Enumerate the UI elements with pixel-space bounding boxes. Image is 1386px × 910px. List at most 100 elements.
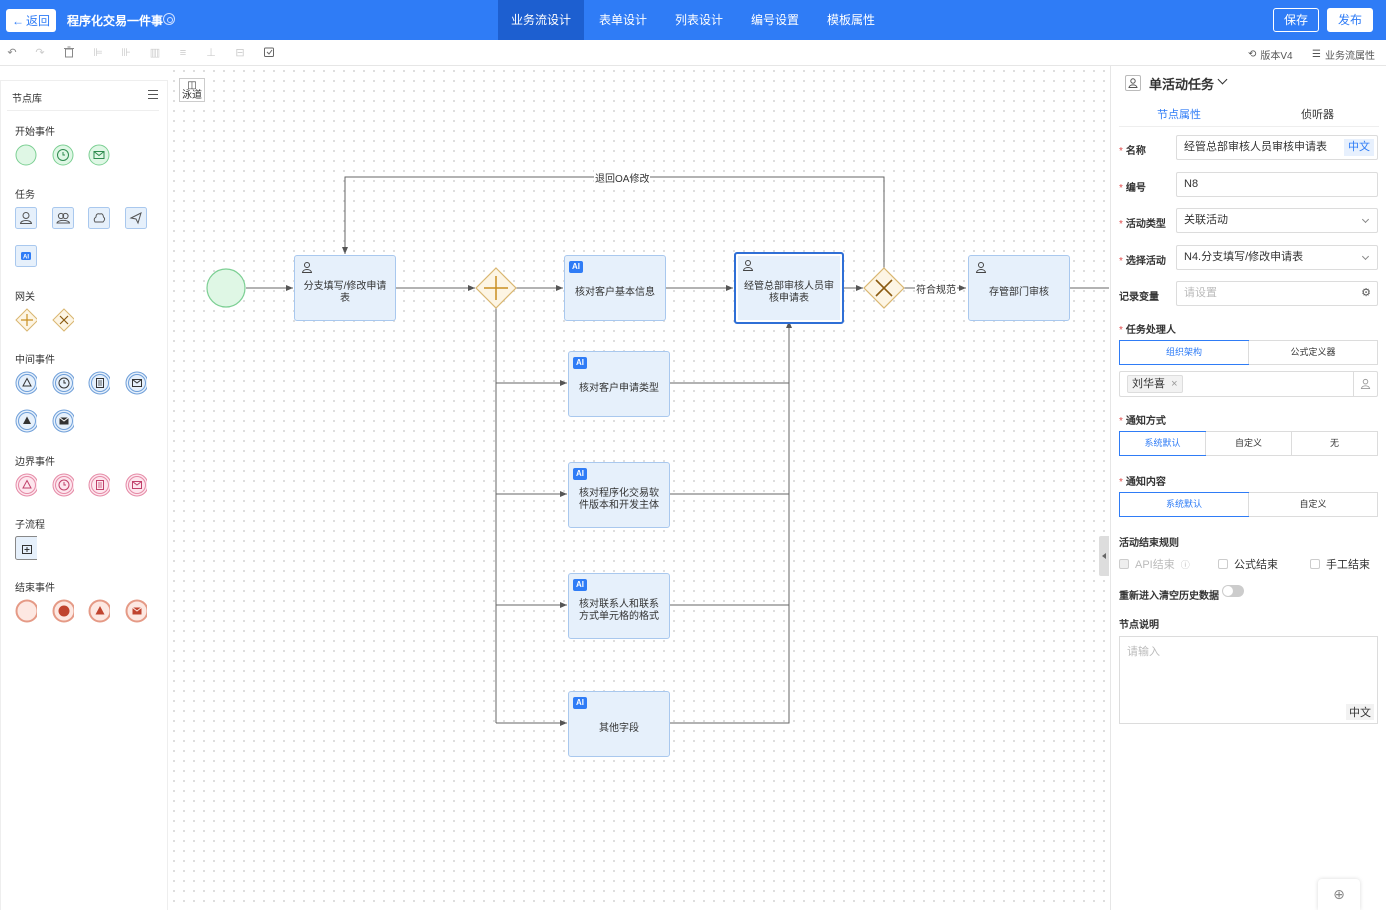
task-verify-type[interactable]: AI 核对客户申请类型 [568,351,670,417]
signal-intermediate-icon[interactable] [15,371,37,395]
record-var-input[interactable]: 请设置 ⚙ [1176,281,1378,306]
task-verify-contact[interactable]: AI 核对联系人和联系方式单元格的格式 [568,573,670,639]
ai-icon: AI [573,357,587,369]
settings-icon[interactable]: ⚙ [1361,287,1371,299]
back-label: 返回 [25,14,50,28]
close-icon[interactable]: × [1171,378,1178,390]
parallel-gateway[interactable] [475,267,517,309]
select-activity-select[interactable]: N4.分支填写/修改申请表 [1176,245,1378,270]
task-hq-review[interactable]: 经管总部审核人员审核申请表 [734,252,844,324]
end-rule-formula-checkbox[interactable]: 公式结束 [1218,556,1278,572]
tab-numbering[interactable]: 编号设置 [750,13,799,27]
collapse-menu-icon[interactable] [148,90,158,99]
name-input[interactable]: 经管总部审核人员审核申请表 中文 [1176,135,1378,160]
help-icon[interactable]: ⓘ [1180,559,1190,570]
conditional-intermediate-icon[interactable] [88,371,110,395]
task-custody-review[interactable]: 存管部门审核 [968,255,1070,321]
notify-method-custom[interactable]: 自定义 [1205,432,1291,455]
back-button[interactable]: ← 返回 [6,9,56,32]
service-task-icon[interactable] [88,207,110,229]
exclusive-gateway-icon[interactable] [52,308,74,332]
undo-icon[interactable]: ↶ [7,47,17,59]
align-right-icon[interactable]: ⊟ [235,47,245,59]
version-button[interactable]: ⟲ 版本V4 [1248,47,1293,62]
reenter-toggle[interactable] [1222,585,1244,597]
tab-template-props[interactable]: 模板属性 [826,13,875,27]
user-picker-icon[interactable] [1353,372,1377,396]
timer-boundary-icon[interactable] [52,473,74,497]
timer-start-event-icon[interactable] [52,144,74,166]
signal-boundary-icon[interactable] [15,473,37,497]
assignee-label: *任务处理人 [1119,325,1176,336]
task-verify-customer[interactable]: AI 核对客户基本信息 [564,255,666,321]
task-other-fields[interactable]: AI 其他字段 [568,691,670,757]
desc-lang-tag[interactable]: 中文 [1346,704,1374,720]
align-bottom-icon[interactable]: ▥ [149,47,161,59]
align-left-icon[interactable]: ⊫ [93,47,103,59]
timer-intermediate-icon[interactable] [52,371,74,395]
tab-node-props[interactable]: 节点属性 [1157,109,1201,121]
signal-end-event-icon[interactable] [88,599,110,623]
ai-icon: AI [573,697,587,709]
start-event-icon[interactable] [15,144,37,166]
delete-icon[interactable] [62,46,76,60]
node-desc-textarea[interactable]: 请输入 中文 [1119,636,1378,724]
tab-list-design[interactable]: 列表设计 [674,13,723,27]
ai-task-icon[interactable]: AI [15,245,37,267]
terminate-end-event-icon[interactable] [52,599,74,623]
tab-flow-design[interactable]: 业务流设计 [498,0,584,40]
message-end-event-icon[interactable] [125,599,147,623]
tab-form-design[interactable]: 表单设计 [598,13,647,27]
task-branch-fill[interactable]: 分支填写/修改申请表 [294,255,396,321]
message-throw-intermediate-icon[interactable] [52,409,74,433]
task-verify-software[interactable]: AI 核对程序化交易软件版本和开发主体 [568,462,670,528]
panel-title[interactable]: 单活动任务 [1149,77,1215,92]
redo-icon[interactable]: ↷ [35,47,45,59]
subprocess-icon[interactable] [15,536,37,560]
swimlane-button[interactable]: ◫ 泳道 [179,78,205,102]
code-input[interactable]: N8 [1176,172,1378,197]
flow-props-button[interactable]: ☰ 业务流属性 [1312,47,1375,62]
export-icon[interactable] [262,46,276,60]
assignee-formula-option[interactable]: 公式定义器 [1248,341,1377,364]
exclusive-gateway[interactable] [863,267,905,309]
flow-connections [206,176,1109,726]
notify-content-custom[interactable]: 自定义 [1248,493,1377,516]
end-event-icon[interactable] [15,599,37,623]
globe-icon[interactable]: ⊕ [1318,879,1360,910]
send-task-icon[interactable] [125,207,147,229]
message-start-event-icon[interactable] [88,144,110,166]
start-event[interactable] [206,268,246,308]
edge-label-return-oa[interactable]: 退回OA修改 [594,170,651,185]
activity-type-select[interactable]: 关联活动 [1176,208,1378,233]
flow-edge[interactable] [670,321,792,724]
save-button[interactable]: 保存 [1273,8,1319,32]
edge-label-compliant[interactable]: 符合规范 [915,281,957,296]
conditional-boundary-icon[interactable] [88,473,110,497]
align-center-icon[interactable]: ⊪ [121,47,131,59]
panel-collapse-toggle[interactable] [1099,536,1109,576]
assignee-org-option[interactable]: 组织架构 [1119,340,1249,365]
distribute-icon[interactable]: ⊥ [206,47,216,59]
lang-tag[interactable]: 中文 [1344,139,1374,156]
end-rule-manual-label: 手工结束 [1326,559,1370,571]
notify-method-default[interactable]: 系统默认 [1119,431,1206,456]
message-intermediate-icon[interactable] [125,371,147,395]
chevron-down-icon[interactable] [1217,74,1228,85]
assignee-input[interactable]: 刘华喜 × [1119,371,1378,397]
end-rule-api-checkbox[interactable]: API结束 ⓘ [1119,556,1190,572]
multi-user-task-icon[interactable] [52,207,74,229]
flow-canvas[interactable]: ◫ 泳道 [169,66,1109,910]
tab-listener[interactable]: 侦听器 [1301,109,1334,121]
notify-method-none[interactable]: 无 [1291,432,1377,455]
message-boundary-icon[interactable] [125,473,147,497]
end-rule-manual-checkbox[interactable]: 手工结束 [1310,556,1370,572]
notify-content-default[interactable]: 系统默认 [1119,492,1249,517]
align-middle-icon[interactable]: ≡ [179,47,187,59]
sliders-icon: ☰ [1312,49,1321,60]
user-task-icon[interactable] [15,207,37,229]
signal-throw-intermediate-icon[interactable] [15,409,37,433]
settings-icon[interactable] [163,13,175,25]
publish-button[interactable]: 发布 [1327,8,1373,32]
parallel-gateway-icon[interactable] [15,308,37,332]
